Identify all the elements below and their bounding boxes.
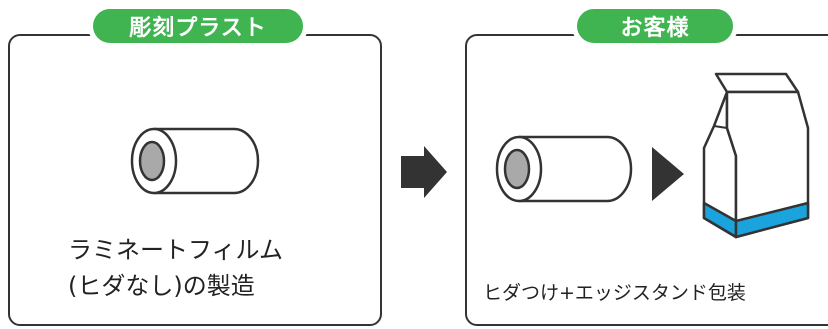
left-caption-line1: ラミネートフィルム <box>68 236 284 264</box>
stand-up-pouch-icon <box>702 72 810 239</box>
triangle-right-icon <box>652 147 684 201</box>
left-caption: ラミネートフィルム (ヒダなし)の製造 <box>68 232 368 304</box>
film-roll-icon <box>130 127 260 195</box>
left-caption-line2: (ヒダなし)の製造 <box>68 272 255 300</box>
right-caption: ヒダつけ+エッジスタンド包装 <box>483 282 746 304</box>
right-panel-tag: お客様 <box>572 4 738 48</box>
left-panel-tag: 彫刻プラスト <box>88 4 308 48</box>
film-roll-icon <box>495 135 633 203</box>
arrow-right-icon <box>401 146 447 198</box>
